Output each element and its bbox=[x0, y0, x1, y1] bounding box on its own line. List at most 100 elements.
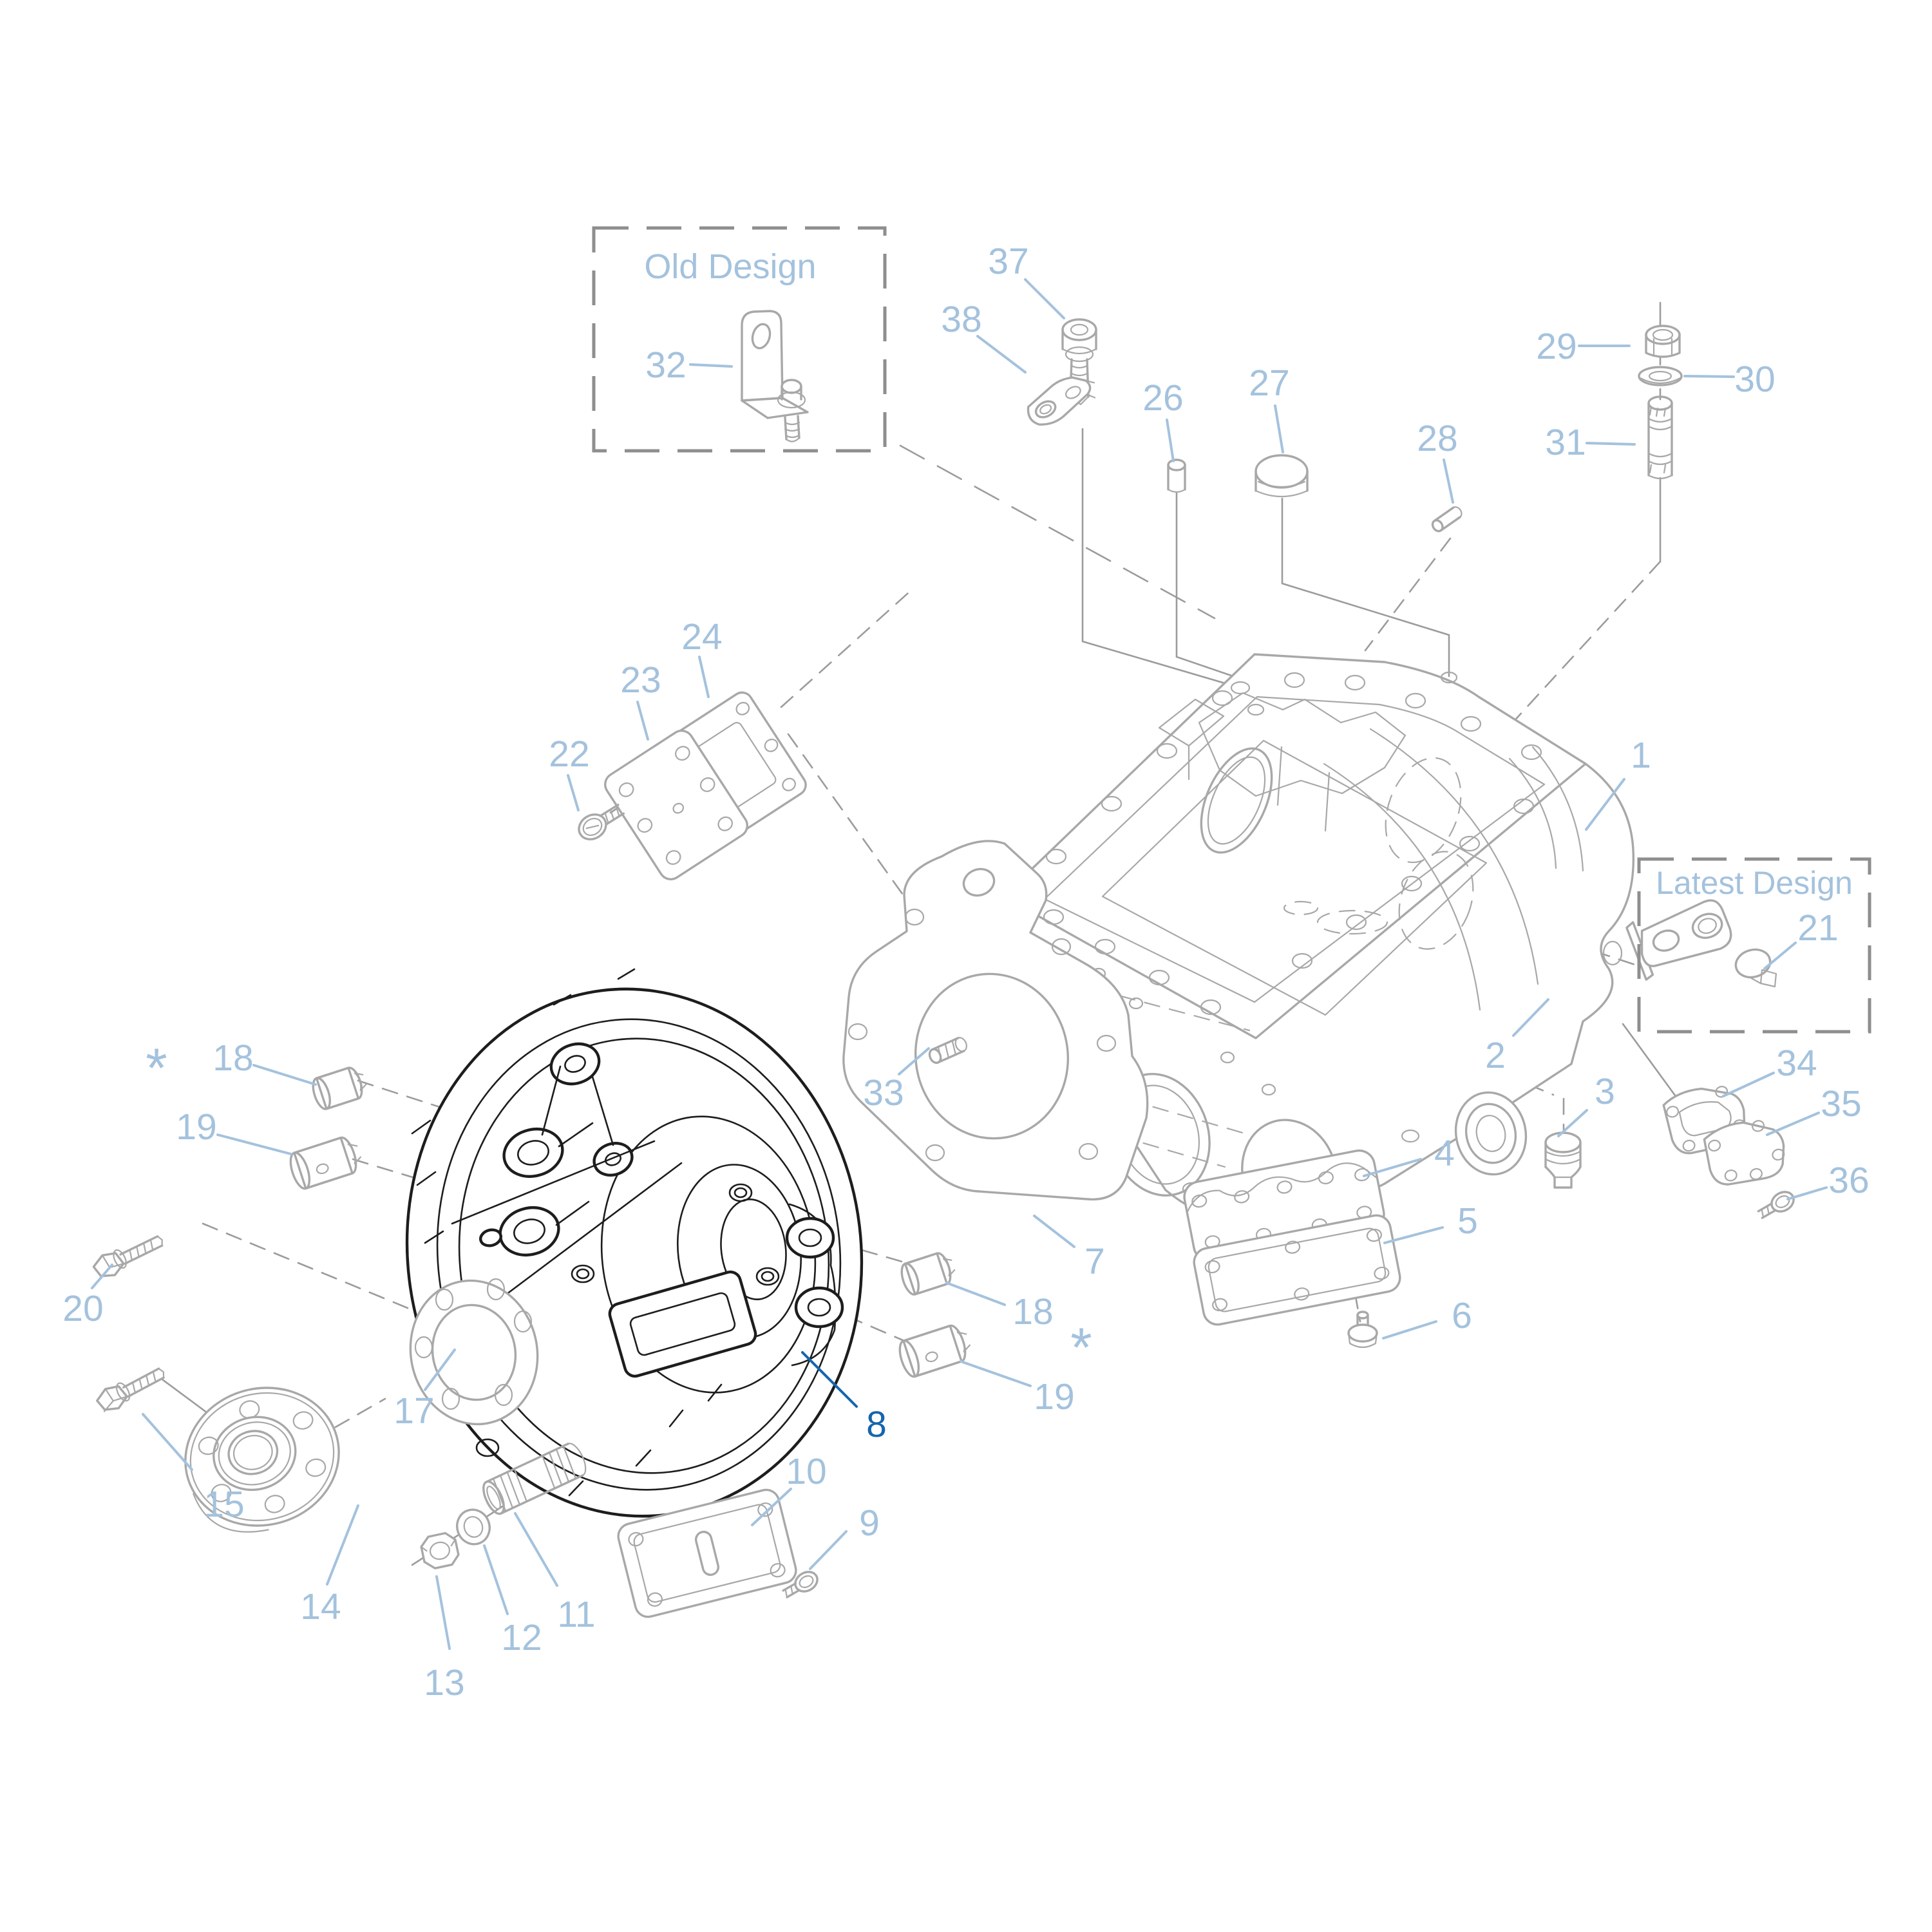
part-38-clamp bbox=[1027, 376, 1096, 426]
part-29-nut bbox=[1645, 325, 1681, 358]
callout-14[interactable]: 14 bbox=[300, 1586, 341, 1627]
leader-1 bbox=[1585, 778, 1625, 831]
callout-22[interactable]: 22 bbox=[549, 734, 589, 775]
callout-3[interactable]: 3 bbox=[1595, 1071, 1615, 1112]
leader-8 bbox=[801, 1351, 858, 1408]
callout-29[interactable]: 29 bbox=[1536, 326, 1577, 367]
part-21-plug bbox=[1734, 948, 1777, 988]
part-6-plug bbox=[1347, 1311, 1378, 1349]
callout-10[interactable]: 10 bbox=[786, 1451, 826, 1492]
part-22-screw bbox=[578, 803, 625, 840]
latest-design-title: Latest Design bbox=[1656, 865, 1853, 901]
part-26-pin bbox=[1167, 459, 1186, 493]
callout-20[interactable]: 20 bbox=[62, 1288, 103, 1329]
old-design-box: Old Design bbox=[592, 226, 887, 453]
leader-28 bbox=[1443, 459, 1454, 504]
callout-17[interactable]: 17 bbox=[393, 1390, 434, 1432]
callout-9[interactable]: 9 bbox=[859, 1502, 880, 1544]
callout-21[interactable]: 21 bbox=[1797, 907, 1838, 949]
part-12-washer bbox=[456, 1508, 491, 1546]
leader-18-right bbox=[945, 1282, 1006, 1306]
callout-11[interactable]: 11 bbox=[557, 1594, 595, 1635]
part-21-plate bbox=[1625, 899, 1732, 981]
leader-18-left bbox=[252, 1064, 317, 1086]
callout-18-right[interactable]: 18 bbox=[1012, 1291, 1053, 1332]
leader-36 bbox=[1786, 1186, 1828, 1200]
leader-9 bbox=[809, 1530, 848, 1570]
leader-19-left bbox=[216, 1133, 292, 1155]
callout-12[interactable]: 12 bbox=[501, 1617, 542, 1658]
part-27-cap bbox=[1255, 454, 1309, 498]
leader-3 bbox=[1557, 1109, 1588, 1137]
callout-36[interactable]: 36 bbox=[1828, 1160, 1869, 1201]
leader-38 bbox=[976, 335, 1027, 374]
part-7-gasket bbox=[842, 840, 1149, 1201]
part-18-sleeve-left bbox=[312, 1066, 367, 1110]
callout-30[interactable]: 30 bbox=[1734, 359, 1775, 400]
leader-31 bbox=[1586, 442, 1636, 446]
callout-18-left[interactable]: 18 bbox=[213, 1037, 253, 1079]
leader-11 bbox=[514, 1512, 558, 1587]
callout-8[interactable]: 8 bbox=[866, 1404, 887, 1445]
leader-24 bbox=[698, 656, 710, 698]
part-13-nut bbox=[420, 1531, 460, 1569]
part-32-bracket bbox=[741, 310, 809, 442]
part-30-washer bbox=[1638, 366, 1683, 386]
callout-19-right[interactable]: 19 bbox=[1034, 1376, 1074, 1417]
part-18-sleeve-right bbox=[900, 1252, 956, 1296]
callout-6[interactable]: 6 bbox=[1452, 1295, 1472, 1336]
callout-26[interactable]: 26 bbox=[1142, 377, 1183, 419]
leader-7 bbox=[1033, 1215, 1075, 1248]
callout-32[interactable]: 32 bbox=[645, 345, 686, 386]
leader-20 bbox=[91, 1264, 113, 1289]
callout-35[interactable]: 35 bbox=[1821, 1083, 1861, 1124]
leader-37 bbox=[1024, 278, 1065, 319]
callout-24[interactable]: 24 bbox=[681, 616, 722, 658]
leader-14 bbox=[326, 1504, 359, 1586]
callout-23[interactable]: 23 bbox=[620, 659, 661, 701]
leader-23 bbox=[636, 701, 649, 741]
callout-2[interactable]: 2 bbox=[1485, 1035, 1506, 1076]
part-5-cover-plate bbox=[1193, 1214, 1401, 1326]
leader-35 bbox=[1766, 1112, 1820, 1136]
callout-4[interactable]: 4 bbox=[1434, 1133, 1455, 1174]
leader-15 bbox=[142, 1413, 193, 1471]
leader-2 bbox=[1512, 998, 1549, 1037]
callout-27[interactable]: 27 bbox=[1249, 363, 1289, 404]
leader-21 bbox=[1763, 942, 1797, 970]
part-31-stud bbox=[1647, 395, 1673, 480]
part-11-stud bbox=[482, 1443, 587, 1515]
part-14-flange bbox=[184, 1387, 340, 1533]
part-17-ring-gasket bbox=[409, 1278, 539, 1426]
leader-30 bbox=[1683, 375, 1735, 378]
callout-28[interactable]: 28 bbox=[1417, 418, 1457, 459]
part-36-screw bbox=[1757, 1191, 1795, 1219]
callout-34[interactable]: 34 bbox=[1776, 1043, 1817, 1084]
leader-6 bbox=[1382, 1320, 1437, 1340]
part-23-side-cover bbox=[604, 730, 748, 880]
callout-15[interactable]: 15 bbox=[204, 1484, 244, 1525]
leader-32 bbox=[689, 363, 733, 368]
part-3-plug bbox=[1544, 1132, 1582, 1189]
part-19-sleeve-left bbox=[289, 1136, 362, 1190]
part-9-screw bbox=[782, 1571, 819, 1598]
leader-4 bbox=[1363, 1158, 1422, 1177]
callout-31[interactable]: 31 bbox=[1545, 422, 1586, 463]
callout-13[interactable]: 13 bbox=[424, 1662, 464, 1703]
leader-10 bbox=[751, 1488, 792, 1526]
part-15-bolt bbox=[96, 1367, 165, 1412]
callout-7[interactable]: 7 bbox=[1084, 1241, 1105, 1282]
asterisk-note-2: * bbox=[1070, 1317, 1092, 1379]
callout-38[interactable]: 38 bbox=[941, 299, 981, 340]
callout-1[interactable]: 1 bbox=[1631, 735, 1651, 776]
asterisk-note-1: * bbox=[146, 1037, 167, 1099]
callout-37[interactable]: 37 bbox=[988, 241, 1028, 282]
callout-5[interactable]: 5 bbox=[1457, 1200, 1478, 1242]
leader-26 bbox=[1166, 419, 1175, 462]
leader-17 bbox=[424, 1349, 456, 1391]
callout-33[interactable]: 33 bbox=[863, 1072, 904, 1113]
callout-19-left[interactable]: 19 bbox=[176, 1106, 216, 1148]
part-20-bolt bbox=[92, 1235, 164, 1279]
